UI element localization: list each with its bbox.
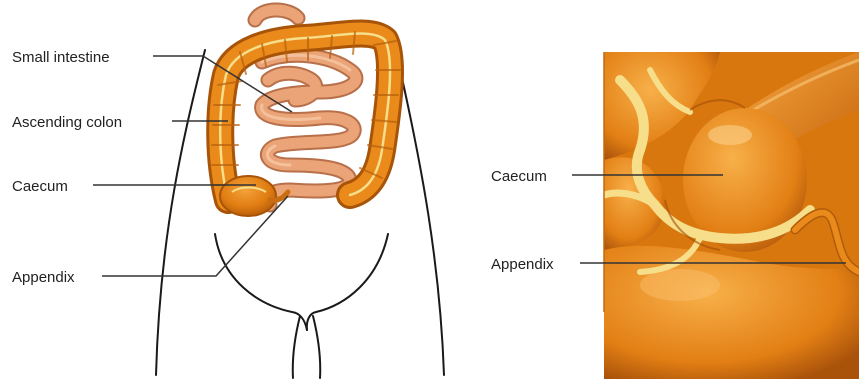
- torso-left-contour: [156, 50, 205, 375]
- closeup-illustration: [604, 52, 859, 379]
- torso-right-contour: [402, 78, 444, 375]
- pelvis-right-line: [307, 234, 388, 330]
- right-thigh-inner: [313, 316, 320, 378]
- label-appendix-right: Appendix: [491, 256, 554, 273]
- label-small-intestine: Small intestine: [12, 49, 110, 66]
- left-thigh-inner: [293, 316, 300, 378]
- label-appendix-left: Appendix: [12, 269, 75, 286]
- leader-lines-left: [93, 56, 292, 276]
- label-caecum-left: Caecum: [12, 178, 68, 195]
- pelvis-left-line: [215, 234, 307, 330]
- label-ascending-colon: Ascending colon: [12, 114, 122, 131]
- label-caecum-right: Caecum: [491, 168, 547, 185]
